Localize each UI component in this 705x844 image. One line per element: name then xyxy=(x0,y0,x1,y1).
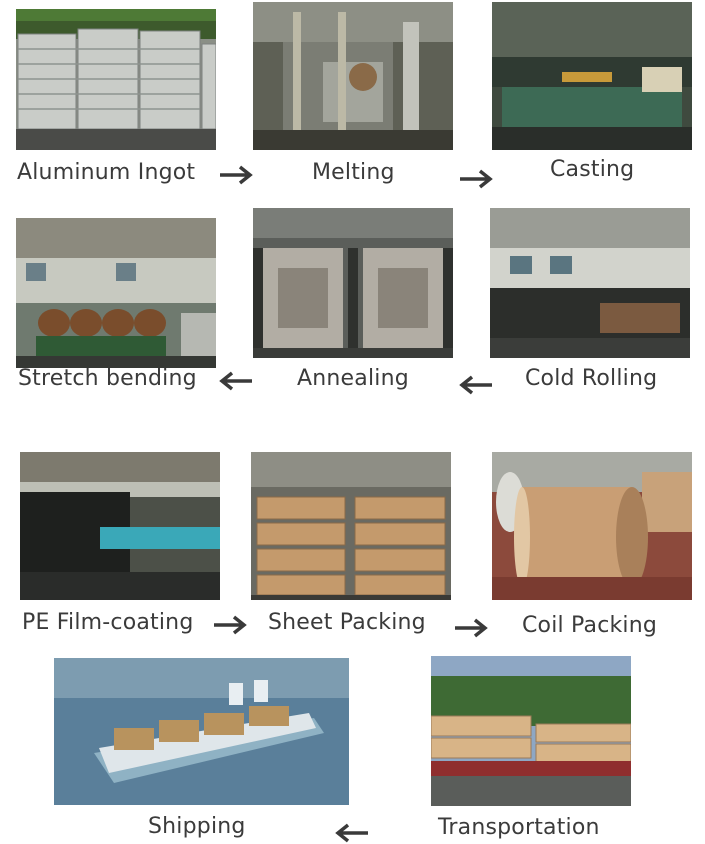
arrow-right-icon xyxy=(458,168,494,190)
pe-film-coating-photo xyxy=(20,452,220,600)
step-label-cold-rolling: Cold Rolling xyxy=(525,366,658,391)
step-label-casting: Casting xyxy=(550,157,635,182)
step-label-melting: Melting xyxy=(312,160,395,185)
casting-photo xyxy=(492,2,692,150)
sheet-packing-photo xyxy=(251,452,451,600)
stretch-bending-photo xyxy=(16,218,216,368)
arrow-left-icon xyxy=(218,370,254,392)
arrow-right-icon xyxy=(212,614,248,636)
cold-rolling-photo xyxy=(490,208,690,358)
shipping-photo xyxy=(54,658,349,805)
step-label-transportation: Transportation xyxy=(438,815,600,840)
arrow-left-icon xyxy=(334,822,370,844)
step-label-aluminum-ingot: Aluminum Ingot xyxy=(17,160,196,185)
arrow-left-icon xyxy=(458,374,494,396)
step-label-coil-packing: Coil Packing xyxy=(522,613,658,638)
aluminum-ingot-photo xyxy=(16,9,216,150)
melting-photo xyxy=(253,2,453,150)
annealing-photo xyxy=(253,208,453,358)
coil-packing-photo xyxy=(492,452,692,600)
step-label-shipping: Shipping xyxy=(148,814,246,839)
step-label-sheet-packing: Sheet Packing xyxy=(268,610,426,635)
step-label-pe-film-coating: PE Film-coating xyxy=(22,610,194,635)
arrow-right-icon xyxy=(218,164,254,186)
step-label-stretch-bending: Stretch bending xyxy=(18,366,197,391)
transportation-photo xyxy=(431,656,631,806)
arrow-right-icon xyxy=(453,617,489,639)
step-label-annealing: Annealing xyxy=(297,366,409,391)
